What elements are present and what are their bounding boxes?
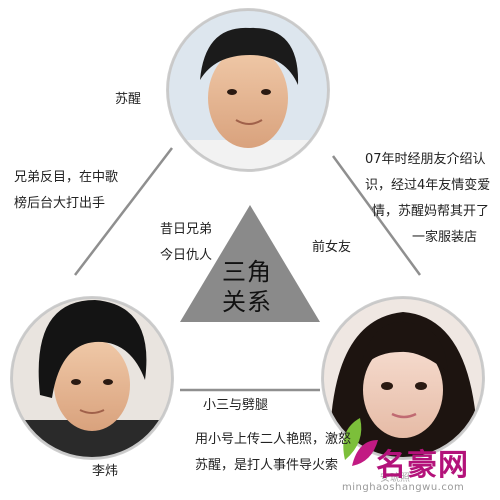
center-label-line2: 关系	[222, 288, 272, 316]
relation-top-right-line: 识，经过4年友情变爱	[365, 178, 491, 193]
watermark-url: minghaoshangwu.com	[342, 482, 465, 493]
connector-lines	[74, 147, 422, 392]
person-name-right: 安琥照	[380, 473, 410, 484]
relation-bottom-line: 用小号上传二人艳照，激怒	[195, 432, 352, 447]
person-name-top: 苏醒	[115, 92, 142, 107]
center-label-line1: 三角	[222, 258, 272, 286]
person-name-left: 李炜	[92, 464, 119, 479]
relation-bottom-line: 苏醒，是打人事件导火索	[195, 458, 339, 473]
center-triangle	[180, 205, 320, 322]
relation-top-left-inner-line: 今日仇人	[160, 248, 213, 263]
relation-bottom-inner: 小三与劈腿	[203, 398, 269, 413]
relation-top-left-line: 兄弟反目，在中歌	[14, 170, 119, 185]
portrait-top	[166, 8, 330, 172]
connector-top-right	[331, 155, 422, 276]
watermark-leaf-icon	[343, 418, 378, 466]
portrait-left	[10, 296, 174, 460]
relation-top-right-line: 情，苏醒妈帮其开了	[372, 204, 490, 219]
relation-top-right-line: 一家服装店	[412, 230, 478, 245]
connector-top-left	[74, 147, 173, 276]
relation-top-right-inner: 前女友	[312, 240, 352, 255]
watermark-logo: 名豪网	[376, 448, 469, 483]
relation-top-right-line: 07年时经朋友介绍认	[365, 152, 486, 167]
relation-top-left-line: 榜后台大打出手	[14, 196, 106, 211]
relation-top-left-inner-line: 昔日兄弟	[160, 222, 213, 237]
